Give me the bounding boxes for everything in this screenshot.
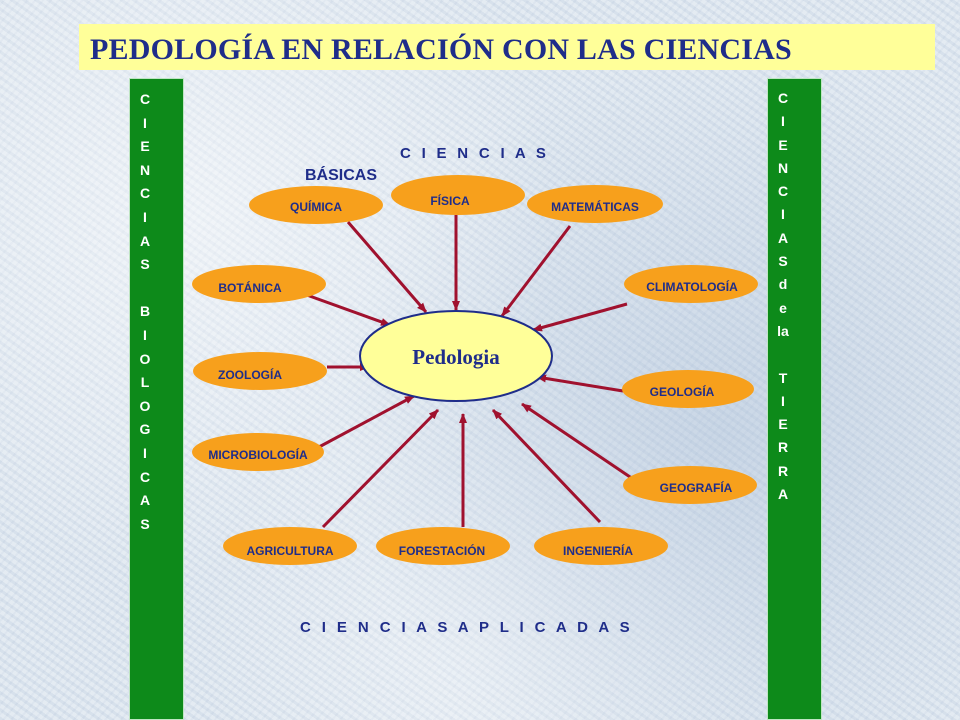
- ciencias-de-la-tierra-text: C I E N C I A S d e la T I E R R A: [777, 90, 789, 503]
- node-forestacion: FORESTACIÓN: [376, 527, 510, 565]
- arrow-matematicas: [500, 225, 572, 317]
- node-quimica: QUÍMICA: [249, 186, 383, 224]
- pedologia-label: Pedologia: [412, 345, 500, 369]
- node-label-quimica: QUÍMICA: [290, 199, 342, 214]
- node-oval-fisica: [391, 175, 525, 215]
- node-label-geologia: GEOLOGÍA: [650, 384, 715, 399]
- ciencias-aplicadas-label: C I E N C I A S A P L I C A D A S: [300, 619, 634, 636]
- node-label-climatologia: CLIMATOLOGÍA: [646, 279, 738, 294]
- node-fisica: FÍSICA: [391, 175, 525, 215]
- node-oval-climatologia: [624, 265, 758, 303]
- node-oval-quimica: [249, 186, 383, 224]
- title-band: [79, 24, 935, 70]
- node-geografia: GEOGRAFÍA: [623, 466, 757, 504]
- node-oval-matematicas: [527, 185, 663, 223]
- node-oval-microbiologia: [192, 433, 324, 471]
- node-label-fisica: FÍSICA: [430, 193, 470, 208]
- node-label-agricultura: AGRICULTURA: [246, 544, 333, 558]
- node-oval-forestacion: [376, 527, 510, 565]
- arrow-climatologia: [532, 302, 628, 332]
- page-title: PEDOLOGÍA EN RELACIÓN CON LAS CIENCIAS: [90, 33, 792, 66]
- node-label-zoologia: ZOOLOGÍA: [218, 367, 282, 382]
- node-oval-botanica: [192, 265, 326, 303]
- node-microbiologia: MICROBIOLOGÍA: [192, 433, 324, 471]
- arrow-geografia: [521, 402, 634, 481]
- node-label-matematicas: MATEMÁTICAS: [551, 199, 639, 214]
- node-agricultura: AGRICULTURA: [223, 527, 357, 565]
- node-label-microbiologia: MICROBIOLOGÍA: [208, 447, 308, 462]
- node-botanica: BOTÁNICA: [192, 265, 326, 303]
- node-oval-ingenieria: [534, 527, 668, 565]
- node-label-ingenieria: INGENIERÍA: [563, 543, 633, 558]
- node-climatologia: CLIMATOLOGÍA: [624, 265, 758, 303]
- node-geologia: GEOLOGÍA: [622, 370, 754, 408]
- arrow-quimica: [346, 221, 428, 313]
- ciencias-biologicas-bar: C I E N C I A S B I O L O G I C A S: [129, 78, 184, 720]
- node-zoologia: ZOOLOGÍA: [193, 352, 327, 390]
- ciencias-de-la-tierra-bar: C I E N C I A S d e la T I E R R A: [767, 78, 822, 720]
- node-oval-zoologia: [193, 352, 327, 390]
- node-label-forestacion: FORESTACIÓN: [399, 543, 485, 558]
- node-oval-agricultura: [223, 527, 357, 565]
- arrow-microbiologia: [318, 394, 415, 449]
- arrow-ingenieria: [491, 408, 602, 524]
- arrow-geologia: [536, 374, 624, 393]
- node-oval-geologia: [622, 370, 754, 408]
- node-label-geografia: GEOGRAFÍA: [660, 480, 733, 495]
- node-ingenieria: INGENIERÍA: [534, 527, 668, 565]
- arrow-agricultura: [321, 408, 440, 529]
- ciencias-label: C I E N C I A S: [400, 145, 550, 162]
- node-label-botanica: BOTÁNICA: [218, 280, 282, 295]
- arrow-botanica: [303, 292, 391, 327]
- node-matematicas: MATEMÁTICAS: [527, 185, 663, 223]
- ciencias-biologicas-text: C I E N C I A S B I O L O G I C A S: [139, 91, 151, 532]
- pedologia-center-node: Pedologia: [359, 310, 553, 402]
- basicas-label: BÁSICAS: [305, 167, 378, 184]
- node-oval-geografia: [623, 466, 757, 504]
